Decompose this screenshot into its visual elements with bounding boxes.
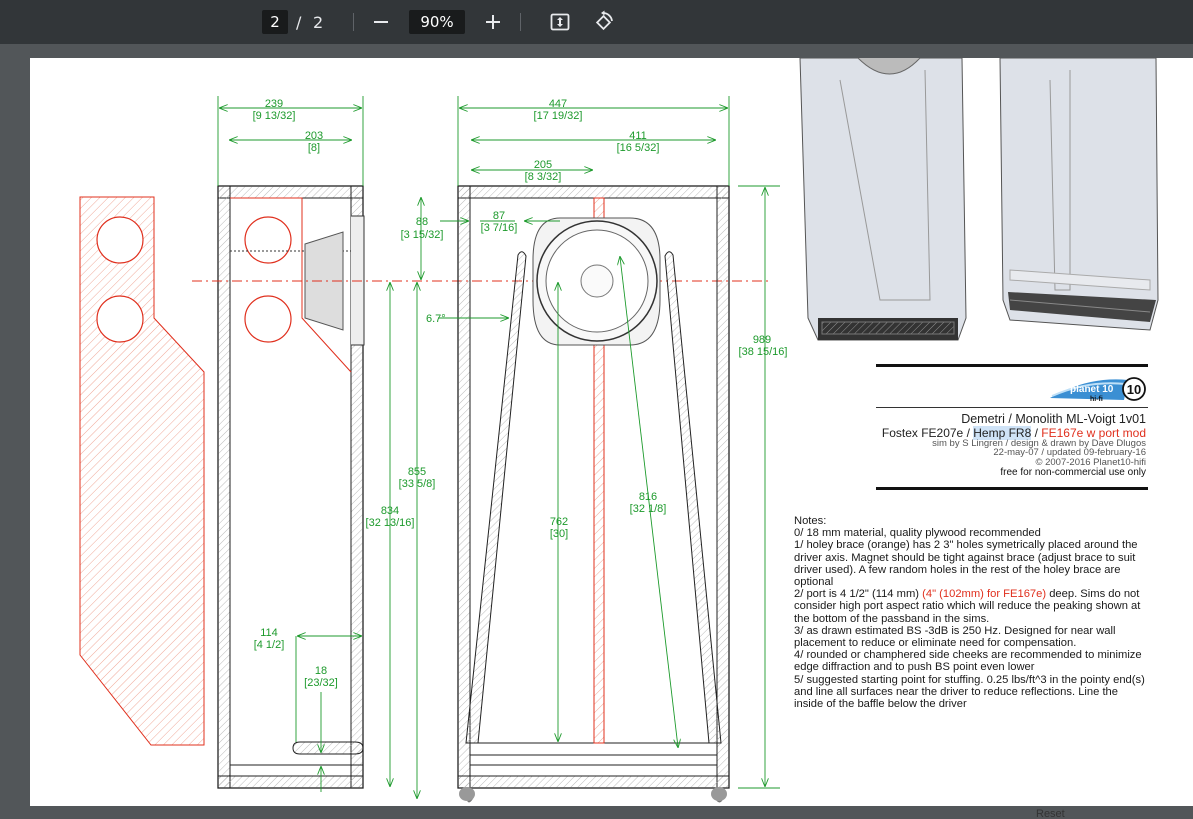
- title-block: 10 planet 10 hi-fi Demetri / Monolith ML…: [876, 364, 1148, 490]
- zoom-in-button[interactable]: [480, 0, 506, 44]
- dim-114-in: [4 1/2]: [254, 639, 285, 651]
- dates: 22-may-07 / updated 09-february-16: [993, 447, 1146, 458]
- zoom-out-button[interactable]: [368, 0, 394, 44]
- driver-list: Fostex FE207e / Hemp FR8 / FE167e w port…: [881, 425, 1146, 440]
- holey-brace: [79, 196, 205, 746]
- dim-447: 447: [549, 98, 567, 110]
- note-item: 4/ rounded or champhered side cheeks are…: [794, 649, 1142, 674]
- dim-205-in: [8 3/32]: [525, 171, 562, 183]
- rotate-button[interactable]: [590, 0, 618, 44]
- zoom-level-input[interactable]: 90%: [409, 10, 465, 34]
- dim-87-in: [3 7/16]: [481, 222, 518, 234]
- title-rule: [876, 364, 1148, 367]
- dim-816: 816: [639, 491, 657, 503]
- dim-203-in: [8]: [308, 142, 320, 154]
- dim-447-in: [17 19/32]: [534, 110, 583, 122]
- credits: sim by S Lingren / design & drawn by Dav…: [932, 437, 1146, 449]
- dim-762-in: [30]: [550, 528, 568, 540]
- dim-239: 239: [265, 98, 283, 110]
- brace-hole: [96, 216, 144, 264]
- pdf-toolbar: 2 / 2 90%: [0, 0, 1193, 44]
- cabinet-3d-render: [799, 58, 967, 341]
- dim-411: 411: [629, 130, 647, 142]
- dim-18-in: [23/32]: [304, 677, 338, 689]
- note-item: 5/ suggested starting point for stuffing…: [794, 673, 1145, 711]
- page-total: 2: [313, 12, 324, 32]
- front-view: [457, 185, 730, 803]
- drawing-title: Demetri / Monolith ML-Voigt 1v01: [961, 412, 1146, 426]
- dim-834-in: [32 13/16]: [366, 517, 415, 529]
- cabinet-3d-render: [999, 58, 1159, 331]
- document-viewer[interactable]: 239 [9 13/32] 203 [8] 447 [17 19/32] 411…: [0, 44, 1193, 819]
- notes-block: Notes: 0/ 18 mm material, quality plywoo…: [794, 515, 1150, 710]
- dim-18: 18: [315, 665, 327, 677]
- brace-hole: [96, 295, 144, 343]
- dim-411-in: [16 5/32]: [617, 142, 660, 154]
- fit-to-page-button[interactable]: [546, 0, 574, 44]
- toolbar-divider: [353, 13, 354, 31]
- minus-icon: [374, 21, 388, 23]
- title-text: Demetri / Monolith ML-Voigt 1v01 Fostex …: [882, 413, 1146, 478]
- dim-239-in: [9 13/32]: [253, 110, 296, 122]
- toolbar-divider: [520, 13, 521, 31]
- speaker-drawing: 239 [9 13/32] 203 [8] 447 [17 19/32] 411…: [79, 58, 1159, 803]
- dim-989: 989: [753, 334, 771, 346]
- dim-114: 114: [260, 627, 278, 639]
- svg-text:planet 10: planet 10: [1070, 384, 1114, 395]
- dim-855-in: [33 5/8]: [399, 478, 436, 490]
- page-number-input[interactable]: 2: [262, 10, 288, 34]
- side-view: [217, 185, 365, 789]
- dim-855: 855: [408, 466, 426, 478]
- notes-heading: Notes:: [794, 515, 827, 527]
- plus-icon: [486, 15, 500, 29]
- dim-88-in: [3 15/32]: [401, 229, 444, 241]
- title-rule: [876, 487, 1148, 490]
- dim-88: 88: [416, 216, 428, 228]
- title-rule: [876, 407, 1148, 408]
- dim-762: 762: [550, 516, 568, 528]
- dim-989-in: [38 15/16]: [739, 346, 788, 358]
- dim-816-in: [32 1/8]: [630, 503, 667, 515]
- planet10-logo: 10 planet 10 hi-fi: [1050, 377, 1146, 403]
- dim-205: 205: [534, 159, 552, 171]
- dim-834: 834: [381, 505, 399, 517]
- note-item: 1/ holey brace (orange) has 2 3" holes s…: [794, 539, 1138, 589]
- dim-203: 203: [305, 130, 323, 142]
- dim-angle: 6.7°: [426, 313, 446, 325]
- fit-to-page-icon: [550, 13, 570, 31]
- license: free for non-commercial use only: [1000, 467, 1146, 478]
- svg-text:hi-fi: hi-fi: [1090, 396, 1103, 403]
- note-item: 3/ as drawn estimated BS -3dB is 250 Hz.…: [794, 624, 1116, 650]
- rotate-icon: [595, 10, 613, 31]
- dimension-lines: [217, 96, 780, 798]
- reset-button[interactable]: Reset: [1036, 808, 1065, 819]
- dim-87: 87: [493, 210, 505, 222]
- copyright: © 2007-2016 Planet10-hifi: [1035, 456, 1146, 468]
- page-separator: /: [296, 12, 302, 32]
- pdf-page: 239 [9 13/32] 203 [8] 447 [17 19/32] 411…: [30, 58, 1193, 806]
- note-item: 0/ 18 mm material, quality plywood recom…: [794, 527, 1041, 540]
- note-item: 2/ port is 4 1/2" (114 mm) (4" (102mm) f…: [794, 588, 1141, 625]
- svg-text:10: 10: [1127, 382, 1141, 397]
